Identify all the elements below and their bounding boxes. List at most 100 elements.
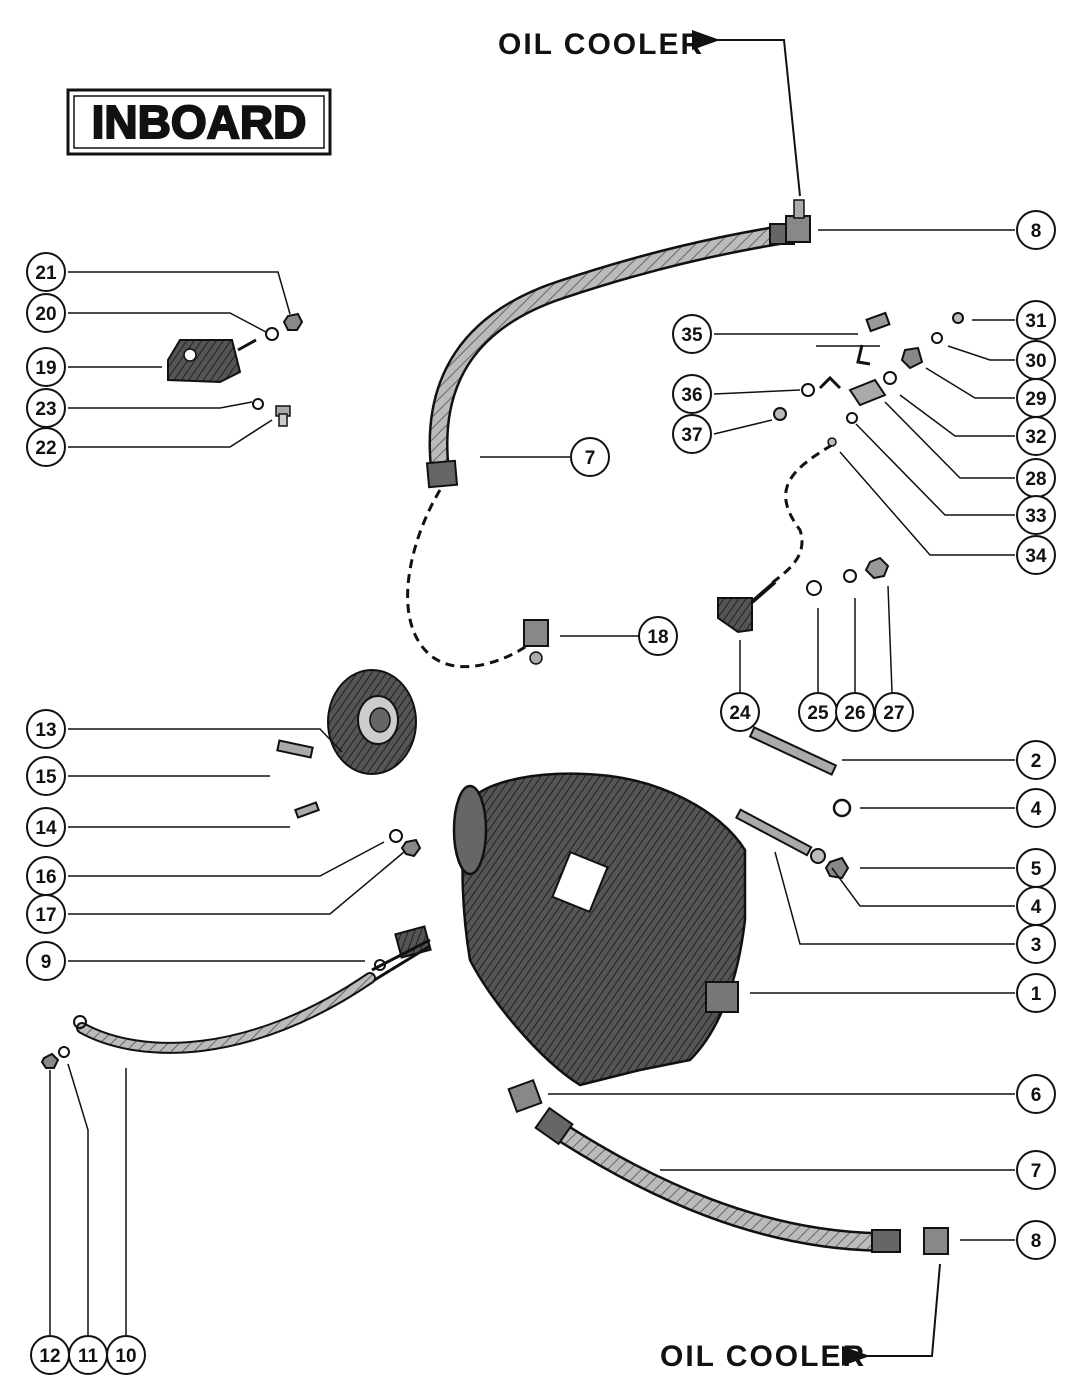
nut-17 xyxy=(400,838,422,858)
callout-10: 10 xyxy=(106,1335,146,1375)
callout-number: 5 xyxy=(1031,859,1042,880)
callout-circle xyxy=(26,252,66,292)
callout-circle xyxy=(720,692,760,732)
flange-part-13 xyxy=(327,669,417,775)
callout-number: 27 xyxy=(883,703,904,724)
transmission-housing xyxy=(452,772,747,1087)
nut-5 xyxy=(824,856,850,880)
callout-16: 16 xyxy=(26,856,66,896)
callout-circle xyxy=(672,414,712,454)
callout-35: 35 xyxy=(672,314,712,354)
nut-12 xyxy=(40,1052,60,1069)
washer-20 xyxy=(265,327,279,341)
washer-4-upper xyxy=(832,798,852,818)
callout-number: 21 xyxy=(35,263,57,284)
bolt-3 xyxy=(734,808,813,857)
washer-16 xyxy=(389,829,403,843)
callout-circle xyxy=(26,941,66,981)
callout-12: 12 xyxy=(30,1335,70,1375)
screw-15 xyxy=(276,739,314,759)
callout-number: 23 xyxy=(35,399,56,420)
callout-number: 35 xyxy=(681,325,703,346)
dashed-wire-left xyxy=(406,489,536,669)
callout-number: 16 xyxy=(35,867,56,888)
washer-23 xyxy=(252,398,264,410)
callout-25: 25 xyxy=(798,692,838,732)
callout-number: 28 xyxy=(1025,469,1046,490)
callout-9: 9 xyxy=(26,941,66,981)
callout-circle xyxy=(1016,535,1056,575)
callout-8: 8 xyxy=(1016,1220,1056,1260)
callout-33: 33 xyxy=(1016,495,1056,535)
callout-circle xyxy=(1016,973,1056,1013)
callout-number: 8 xyxy=(1031,221,1042,242)
elbow-fitting-top xyxy=(785,199,811,243)
callout-5: 5 xyxy=(1016,848,1056,888)
callout-11: 11 xyxy=(68,1335,108,1375)
oil-cooler-label-bottom: OIL COOLER xyxy=(660,1340,866,1373)
callout-number: 36 xyxy=(681,385,702,406)
callout-31: 31 xyxy=(1016,300,1056,340)
callout-circle xyxy=(1016,848,1056,888)
washer-11 xyxy=(58,1046,70,1058)
callout-circle xyxy=(874,692,914,732)
elbow-fitting-6 xyxy=(507,1078,543,1114)
callout-18: 18 xyxy=(638,616,678,656)
oil-cooler-arrow-bottom xyxy=(842,1263,941,1366)
callout-6: 6 xyxy=(1016,1074,1056,1114)
callout-15: 15 xyxy=(26,756,66,796)
callout-20: 20 xyxy=(26,293,66,333)
callout-circle xyxy=(26,807,66,847)
oil-cooler-arrow-top xyxy=(692,30,801,197)
washer-25 xyxy=(806,580,822,596)
callout-number: 4 xyxy=(1031,799,1042,820)
callout-23: 23 xyxy=(26,388,66,428)
callout-number: 15 xyxy=(35,767,57,788)
callout-number: 14 xyxy=(35,818,57,839)
callout-number: 18 xyxy=(647,627,668,648)
leader-lines xyxy=(49,229,1015,1335)
callout-1: 1 xyxy=(1016,973,1056,1013)
callout-22: 22 xyxy=(26,427,66,467)
callout-circle xyxy=(26,293,66,333)
callout-number: 13 xyxy=(35,720,56,741)
callout-circle xyxy=(1016,1150,1056,1190)
callout-21: 21 xyxy=(26,252,66,292)
callout-circle xyxy=(26,894,66,934)
callout-circle xyxy=(1016,300,1056,340)
callout-circle xyxy=(1016,416,1056,456)
callout-number: 8 xyxy=(1031,1231,1042,1252)
callout-4: 4 xyxy=(1016,788,1056,828)
callout-number: 3 xyxy=(1031,935,1042,956)
callout-2: 2 xyxy=(1016,740,1056,780)
oil-cooler-label-top: OIL COOLER xyxy=(498,28,704,61)
callout-circle xyxy=(26,347,66,387)
callout-8: 8 xyxy=(1016,210,1056,250)
callout-number: 1 xyxy=(1031,984,1042,1005)
nut-27 xyxy=(864,556,890,580)
callout-number: 32 xyxy=(1025,427,1046,448)
callout-circle xyxy=(672,314,712,354)
callout-28: 28 xyxy=(1016,458,1056,498)
callout-number: 2 xyxy=(1031,751,1042,772)
callout-number: 26 xyxy=(844,703,865,724)
callout-number: 4 xyxy=(1031,897,1042,918)
upper-hose xyxy=(425,223,795,489)
callout-circle xyxy=(570,437,610,477)
wire-harness-10 xyxy=(73,972,376,1054)
callout-number: 33 xyxy=(1025,506,1046,527)
callout-number: 22 xyxy=(35,438,56,459)
title-box: INBOARD xyxy=(66,88,332,156)
page-title: INBOARD xyxy=(92,96,307,148)
callout-26: 26 xyxy=(835,692,875,732)
callout-4: 4 xyxy=(1016,886,1056,926)
bolt-2 xyxy=(748,726,838,776)
callout-circle xyxy=(1016,788,1056,828)
screw-14 xyxy=(294,801,320,819)
callout-circle xyxy=(1016,495,1056,535)
elbow-fitting-bottom xyxy=(923,1227,949,1255)
callout-circle xyxy=(672,374,712,414)
callout-24: 24 xyxy=(720,692,760,732)
